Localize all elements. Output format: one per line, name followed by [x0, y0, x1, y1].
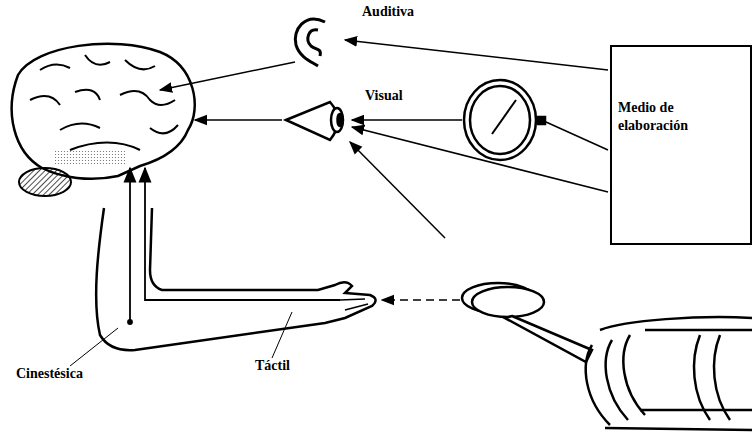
sense-label: Auditiva — [362, 4, 414, 20]
ear-icon — [295, 19, 325, 66]
process-box: Medio de elaboración — [610, 45, 752, 245]
sense-label: Táctil — [255, 358, 290, 374]
nerve-arrows — [128, 168, 340, 324]
brain-drawing — [12, 44, 195, 196]
arm-drawing — [96, 208, 375, 350]
box-text: Medio de elaboración — [618, 99, 746, 134]
flow-arrows — [160, 40, 608, 300]
eye-icon — [286, 102, 343, 140]
sense-label: Visual — [365, 88, 403, 104]
joystick-machine — [462, 283, 752, 430]
gauge-dial — [464, 80, 545, 160]
sense-label: Cinestésica — [16, 366, 83, 382]
leader-lines — [70, 312, 292, 366]
